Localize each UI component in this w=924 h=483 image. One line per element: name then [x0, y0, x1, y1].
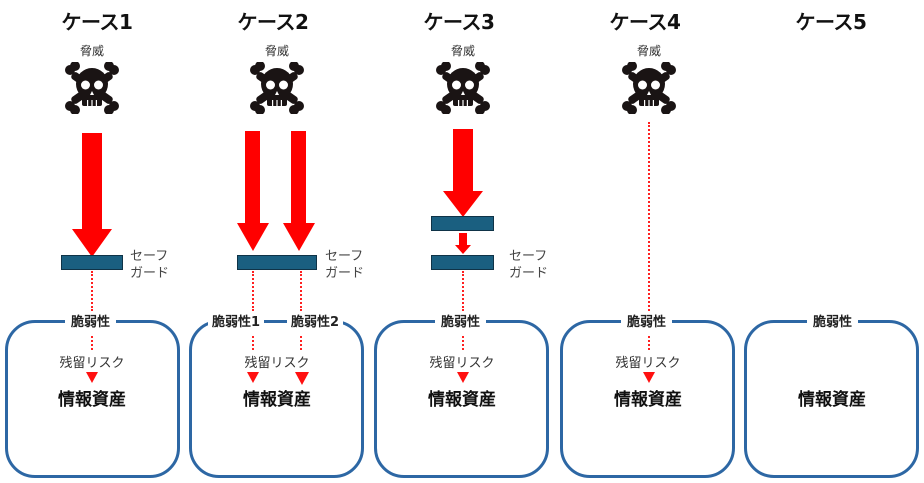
attack-path-dotted	[462, 271, 464, 311]
residual-path-dotted	[462, 336, 464, 350]
residual-risk-label: 残留リスク	[615, 356, 681, 371]
vulnerability-label: 脆弱性	[807, 311, 859, 330]
residual-arrow-icon	[247, 372, 259, 383]
safeguard-bar-inner	[431, 255, 494, 270]
skull-crossbones-icon	[622, 62, 676, 114]
skull-crossbones-icon	[436, 62, 490, 114]
threat-arrow	[237, 131, 269, 251]
safeguard-label-line: セーフ	[509, 249, 548, 264]
safeguard-label-line: ガード	[130, 266, 170, 281]
safeguard-label: セーフ ガード	[509, 248, 548, 282]
skull-crossbones-icon	[250, 62, 304, 114]
asset-boundary	[189, 320, 364, 478]
threat-label: 脅威	[264, 44, 289, 58]
threat-arrow	[72, 133, 112, 257]
asset-label: 情報資産	[798, 390, 866, 410]
case-title: ケース3	[423, 10, 495, 34]
asset-label: 情報資産	[428, 390, 496, 410]
residual-path-dotted	[300, 336, 302, 350]
case-title: ケース5	[795, 10, 867, 34]
safeguard-bar	[61, 255, 123, 270]
vulnerability-label: 脆弱性	[435, 311, 487, 330]
skull-crossbones-icon	[65, 62, 119, 114]
threat-label: 脅威	[636, 44, 661, 58]
residual-risk-label: 残留リスク	[429, 356, 495, 371]
safeguard-bar	[237, 255, 317, 270]
threat-label: 脅威	[450, 44, 475, 58]
residual-risk-label: 残留リスク	[244, 356, 310, 371]
attack-path-dotted	[91, 271, 93, 311]
attack-path-dotted	[300, 271, 302, 311]
case-title: ケース2	[237, 10, 309, 34]
residual-path-dotted	[252, 336, 254, 350]
residual-path-dotted	[648, 336, 650, 350]
weakened-threat-arrow	[455, 233, 471, 254]
residual-arrow-icon	[643, 372, 655, 383]
residual-risk-label: 残留リスク	[59, 356, 125, 371]
residual-path-dotted	[91, 336, 93, 350]
safeguard-label: セーフ ガード	[325, 248, 364, 282]
residual-arrow-icon	[457, 372, 469, 383]
attack-path-dotted	[252, 271, 254, 311]
safeguard-bar-outer	[431, 216, 494, 231]
threat-arrow	[443, 129, 483, 217]
threat-label: 脅威	[79, 44, 104, 58]
asset-label: 情報資産	[614, 390, 682, 410]
safeguard-label-line: ガード	[509, 266, 549, 281]
vulnerability-label-2: 脆弱性2	[287, 311, 344, 330]
safeguard-label-line: セーフ	[130, 249, 169, 264]
vulnerability-label-1: 脆弱性1	[208, 311, 265, 330]
case-title: ケース4	[609, 10, 681, 34]
case-title: ケース1	[61, 10, 133, 34]
asset-label: 情報資産	[58, 390, 126, 410]
vulnerability-label: 脆弱性	[621, 311, 673, 330]
threat-arrow	[283, 131, 315, 251]
asset-label: 情報資産	[243, 390, 311, 410]
safeguard-label-line: ガード	[325, 266, 365, 281]
residual-arrow-icon	[295, 372, 309, 385]
safeguard-label-line: セーフ	[325, 249, 364, 264]
vulnerability-label: 脆弱性	[65, 311, 117, 330]
safeguard-label: セーフ ガード	[130, 248, 169, 282]
residual-arrow-icon	[86, 372, 98, 383]
attack-path-dotted	[648, 122, 650, 311]
